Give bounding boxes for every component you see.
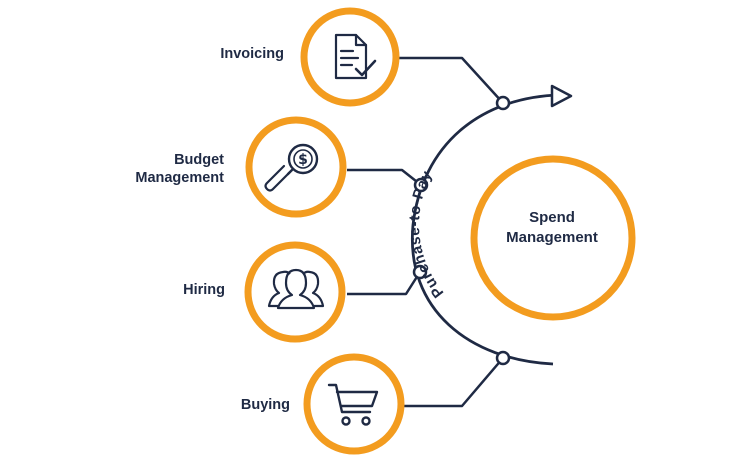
label-budget-line-1: Budget [174, 152, 224, 168]
label-buying: Buying [241, 396, 290, 414]
buying-circle [303, 353, 405, 455]
junction-dots [412, 95, 511, 366]
people-icon [267, 268, 325, 310]
label-invoicing-line: Invoicing [220, 46, 284, 62]
budget-circle [245, 116, 347, 218]
shopping-cart-icon [327, 383, 379, 426]
junction-dot-buying [495, 350, 511, 366]
label-budget-line-2: Management [135, 170, 224, 186]
label-hiring: Hiring [183, 281, 225, 299]
junction-dot-budget [413, 177, 429, 193]
label-hiring-line: Hiring [183, 282, 225, 298]
spend-management-circle [470, 155, 636, 321]
label-invoicing: Invoicing [220, 45, 284, 63]
magnifier-dollar-icon: $ [264, 143, 319, 192]
spend-management-label: Spend Management [482, 208, 622, 248]
connector-budget [347, 168, 422, 186]
document-check-icon [334, 33, 377, 80]
connector-invoicing [398, 56, 504, 104]
spend-management-line-2: Management [506, 229, 598, 246]
arrow-head [550, 84, 573, 108]
connector-hiring [347, 271, 422, 296]
junction-dot-invoicing [495, 95, 511, 111]
label-buying-line: Buying [240, 397, 290, 413]
process-arc [410, 93, 561, 366]
svg-text:$: $ [298, 152, 308, 168]
arc-label: Purchase-to-Pay [406, 168, 447, 301]
label-budget-management: Budget Management [135, 151, 224, 187]
hiring-circle [244, 241, 346, 343]
spend-management-line-1: Spend [529, 209, 575, 226]
junction-dot-hiring [412, 264, 428, 280]
connector-lines [347, 56, 504, 408]
connector-buying [400, 357, 504, 408]
